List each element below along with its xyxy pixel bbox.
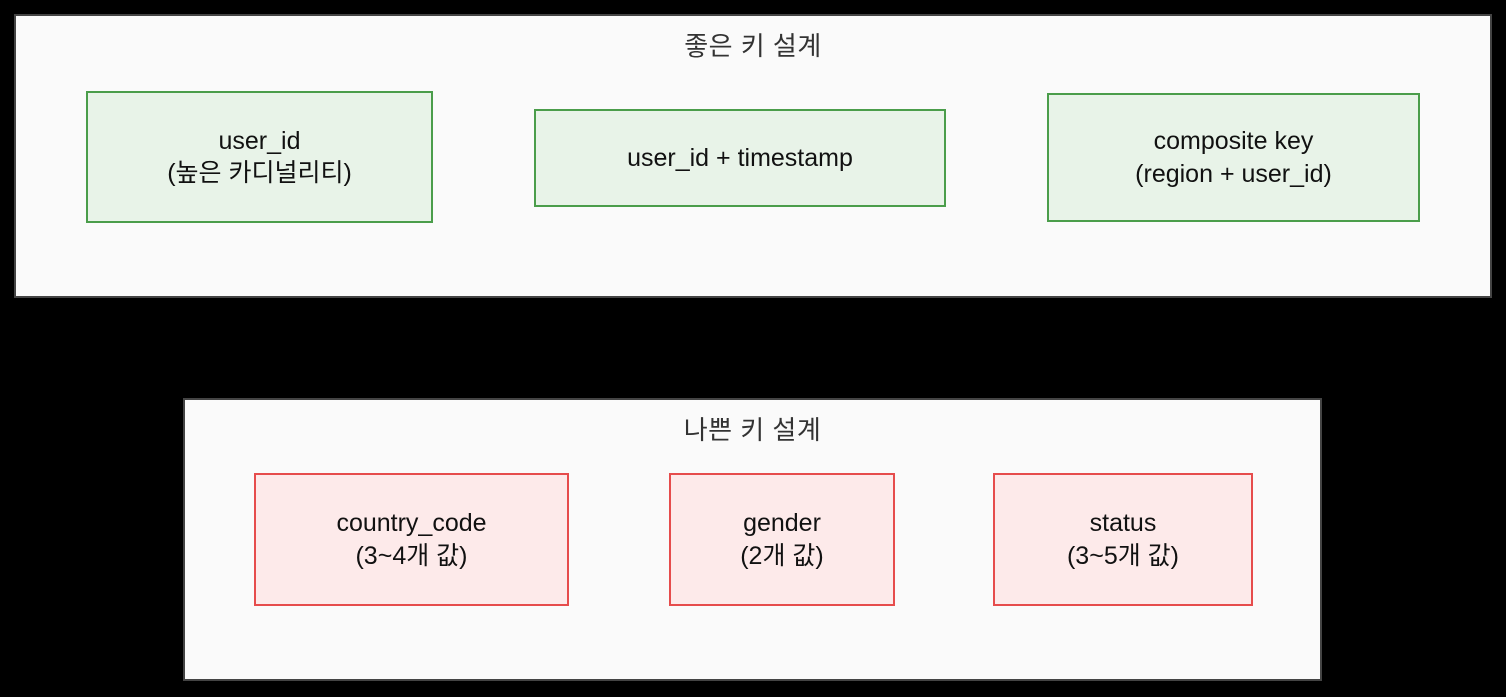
key-box-label: user_id bbox=[218, 126, 301, 155]
key-box-country-code: country_code (3~4개 값) bbox=[254, 473, 569, 606]
key-box-user-id-timestamp: user_id + timestamp bbox=[534, 109, 946, 207]
key-box-gender: gender (2개 값) bbox=[669, 473, 895, 606]
key-box-sublabel: (3~4개 값) bbox=[355, 541, 468, 570]
key-box-label: composite key bbox=[1153, 127, 1314, 155]
good-key-design-section: 좋은 키 설계 user_id (높은 카디널리티) user_id + tim… bbox=[14, 14, 1492, 298]
key-box-label: country_code bbox=[336, 509, 487, 537]
key-box-composite-key: composite key (region + user_id) bbox=[1047, 93, 1420, 222]
bad-key-design-section: 나쁜 키 설계 country_code (3~4개 값) gender (2개… bbox=[183, 398, 1322, 681]
key-box-sublabel: (높은 카디널리티) bbox=[167, 159, 352, 187]
key-box-sublabel: (3~5개 값) bbox=[1066, 541, 1179, 570]
key-box-sublabel: (region + user_id) bbox=[1135, 159, 1332, 188]
key-box-label: user_id + timestamp bbox=[627, 143, 853, 172]
key-box-status: status (3~5개 값) bbox=[993, 473, 1253, 606]
key-box-label: gender bbox=[743, 509, 821, 537]
good-key-design-title: 좋은 키 설계 bbox=[684, 31, 822, 61]
bad-key-design-title: 나쁜 키 설계 bbox=[683, 415, 822, 445]
key-box-label: status bbox=[1089, 509, 1157, 537]
key-box-sublabel: (2개 값) bbox=[740, 541, 824, 570]
key-box-user-id: user_id (높은 카디널리티) bbox=[86, 91, 433, 223]
